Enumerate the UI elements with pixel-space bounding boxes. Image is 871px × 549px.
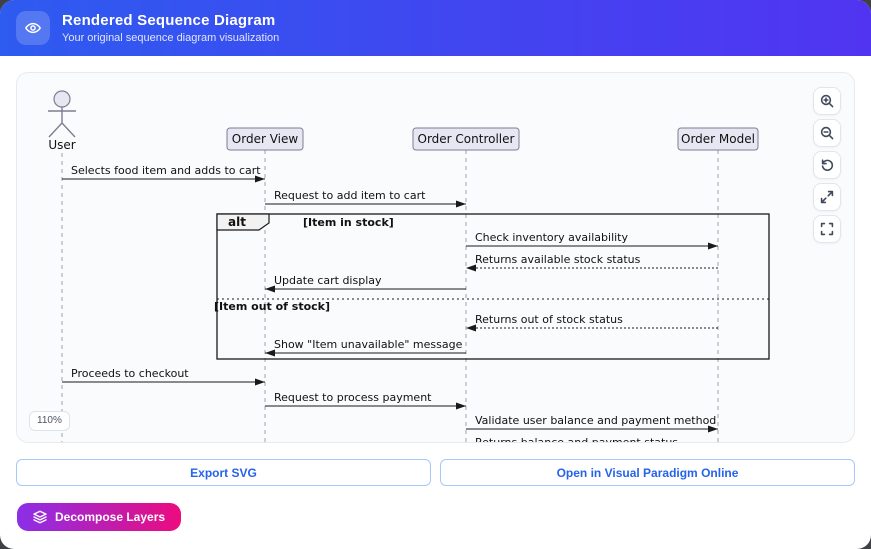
participant-label-user: User bbox=[48, 138, 75, 152]
actor-leg-left-user bbox=[48, 122, 63, 138]
actor-leg-right-user bbox=[61, 122, 76, 138]
guard-item-out-of-stock: [Item out of stock] bbox=[214, 300, 330, 313]
actor-head-user bbox=[53, 90, 71, 108]
zoom-in-button[interactable] bbox=[813, 87, 841, 115]
message-arrowhead-9 bbox=[708, 425, 718, 433]
participant-box-view bbox=[226, 127, 304, 151]
open-visual-paradigm-button[interactable]: Open in Visual Paradigm Online bbox=[440, 459, 855, 486]
participant-box-model bbox=[677, 127, 759, 151]
footer-button-row: Export SVG Open in Visual Paradigm Onlin… bbox=[16, 459, 855, 486]
sequence-diagram-svg: alt [Item in stock] [Item out of stock] Sel… bbox=[48, 90, 770, 442]
message-arrowhead-5 bbox=[466, 324, 476, 332]
alt-operator-pentagon bbox=[216, 213, 270, 231]
card-header: Rendered Sequence Diagram Your original … bbox=[0, 0, 871, 56]
message-label-2: Check inventory availability bbox=[475, 231, 628, 244]
alt-fragment-frame bbox=[216, 213, 770, 360]
message-arrowhead-4 bbox=[265, 285, 275, 293]
message-label-3: Returns available stock status bbox=[475, 253, 641, 266]
participant-label-controller: Order Controller bbox=[418, 132, 515, 146]
decompose-layers-label: Decompose Layers bbox=[55, 510, 166, 524]
participant-label-view: Order View bbox=[232, 132, 299, 146]
participant-label-model: Order Model bbox=[681, 132, 755, 146]
eye-icon bbox=[16, 11, 50, 45]
guard-item-in-stock: [Item in stock] bbox=[303, 216, 394, 229]
alt-operator-label: alt bbox=[228, 215, 246, 229]
message-label-4: Update cart display bbox=[274, 274, 382, 287]
message-arrowhead-1 bbox=[456, 200, 466, 208]
participant-box-controller bbox=[412, 127, 520, 151]
message-label-5: Returns out of stock status bbox=[475, 313, 623, 326]
message-label-9: Validate user balance and payment method bbox=[475, 414, 716, 427]
zoom-out-button[interactable] bbox=[813, 119, 841, 147]
message-label-6: Show "Item unavailable" message bbox=[274, 338, 463, 351]
message-label-10: Returns balance and payment status bbox=[475, 436, 678, 442]
export-svg-button[interactable]: Export SVG bbox=[16, 459, 431, 486]
message-arrowhead-7 bbox=[255, 378, 265, 386]
message-arrowhead-6 bbox=[265, 349, 275, 357]
decompose-layers-button[interactable]: Decompose Layers bbox=[17, 503, 182, 531]
zoom-level-badge: 110% bbox=[29, 411, 70, 431]
layers-icon bbox=[33, 510, 47, 524]
header-text: Rendered Sequence Diagram Your original … bbox=[62, 12, 279, 44]
fullscreen-button[interactable] bbox=[813, 215, 841, 243]
message-arrowhead-8 bbox=[456, 402, 466, 410]
reset-view-button[interactable] bbox=[813, 151, 841, 179]
canvas-toolbar bbox=[813, 87, 841, 243]
message-label-7: Proceeds to checkout bbox=[71, 367, 189, 380]
message-label-8: Request to process payment bbox=[274, 391, 432, 404]
message-arrowhead-2 bbox=[708, 242, 718, 250]
page-subtitle: Your original sequence diagram visualiza… bbox=[62, 32, 280, 44]
message-arrowhead-3 bbox=[466, 264, 476, 272]
expand-button[interactable] bbox=[813, 183, 841, 211]
message-label-0: Selects food item and adds to cart bbox=[71, 164, 261, 177]
diagram-canvas[interactable]: alt [Item in stock] [Item out of stock] Sel… bbox=[16, 72, 855, 443]
message-arrowhead-0 bbox=[255, 175, 265, 183]
page-title: Rendered Sequence Diagram bbox=[62, 12, 276, 29]
message-label-1: Request to add item to cart bbox=[274, 189, 426, 202]
